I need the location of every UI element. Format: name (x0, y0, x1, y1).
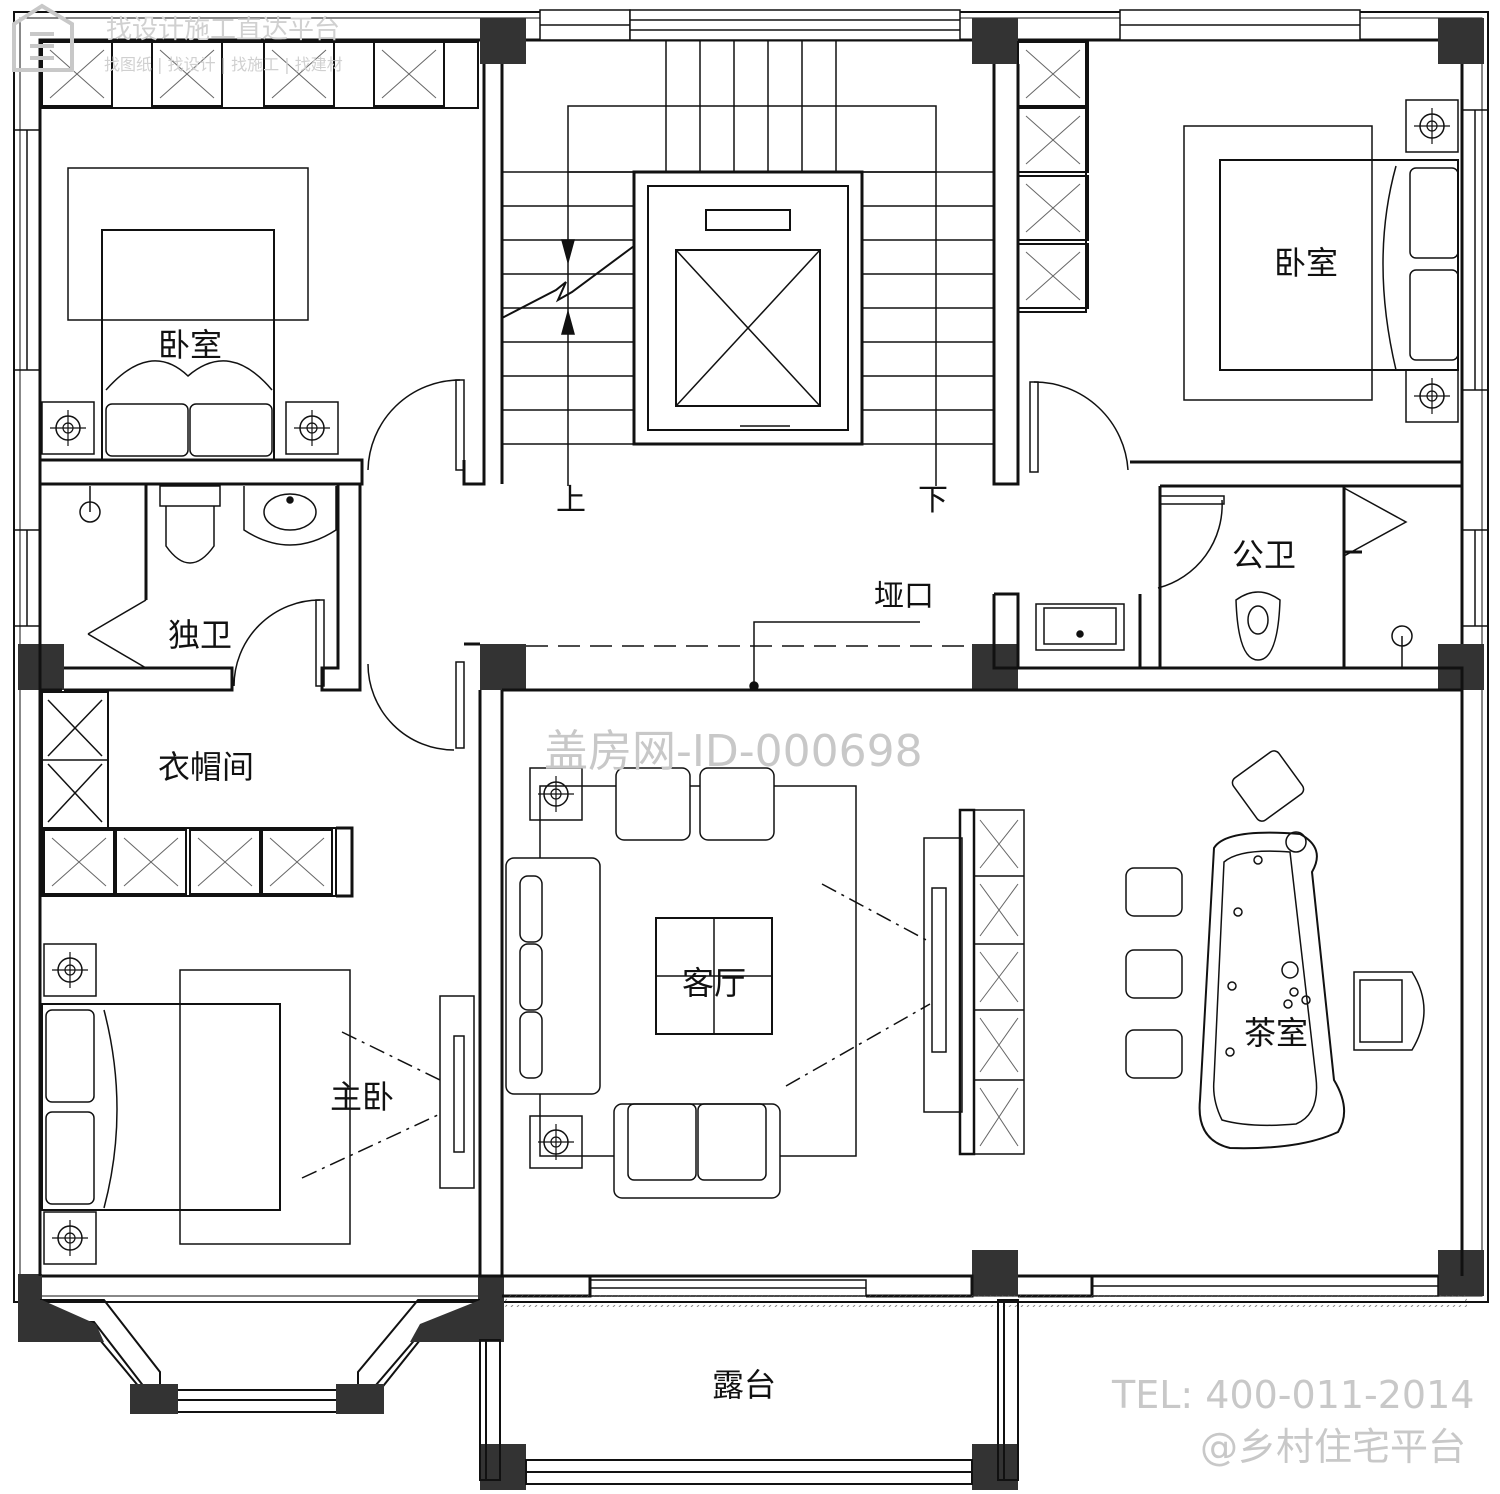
room-label-tea-room: 茶室 (1244, 1014, 1308, 1052)
room-label-master-bedroom: 主卧 (330, 1078, 394, 1116)
stair-down-label: 下 (918, 483, 948, 518)
windows-bottom (505, 1275, 1467, 1307)
staircase (501, 40, 994, 486)
room-label-private-bath: 独卫 (168, 616, 232, 654)
beam-opening-label: 垭口 (874, 579, 934, 614)
watermark-logo-tagline: 找图纸 | 找设计 | 找施工 | 找建材 (104, 55, 343, 74)
private-bath-fixtures (79, 485, 337, 564)
terrace-outline (479, 1299, 1019, 1485)
room-label-cloakroom: 衣帽间 (158, 748, 254, 786)
bedroom-ne-furniture (1017, 41, 1459, 423)
bedroom-nw-furniture (41, 41, 479, 461)
room-label-bedroom-ne: 卧室 (1274, 244, 1338, 282)
columns (18, 18, 1484, 1490)
watermark-handle: @乡村住宅平台 (1200, 1425, 1466, 1469)
room-label-bedroom-nw: 卧室 (158, 326, 222, 364)
room-labels: 卧室 卧室 独卫 公卫 衣帽间 主卧 客厅 茶室 露台 (158, 244, 1338, 1404)
watermark-id: 盖房网-ID-000698 (544, 726, 923, 777)
cloakroom-cabinets (41, 691, 337, 897)
elevator (632, 170, 864, 446)
stair-up-label: 上 (556, 483, 586, 518)
watermark-logo-title: 找设计施工直达平台 (106, 15, 340, 45)
watermark-tel: TEL: 400-011-2014 (1111, 1373, 1474, 1417)
room-label-living-room: 客厅 (682, 964, 746, 1002)
windows-side (13, 109, 1489, 627)
windows-top (539, 9, 1361, 41)
beam-opening (526, 621, 972, 691)
public-bath-fixtures (1035, 591, 1413, 668)
annotations: 上 下 垭口 (556, 483, 948, 614)
logo-house-icon (12, 3, 74, 72)
watermarks: 盖房网-ID-000698 TEL: 400-011-2014 @乡村住宅平台 … (12, 3, 1474, 1469)
bay-window (18, 1299, 504, 1414)
room-label-terrace: 露台 (712, 1366, 776, 1404)
doors (87, 379, 1408, 751)
tea-room-furniture (1125, 750, 1425, 1150)
room-label-public-bath: 公卫 (1232, 536, 1296, 574)
living-room-furniture (505, 767, 1025, 1199)
master-bedroom-furniture (41, 943, 475, 1265)
